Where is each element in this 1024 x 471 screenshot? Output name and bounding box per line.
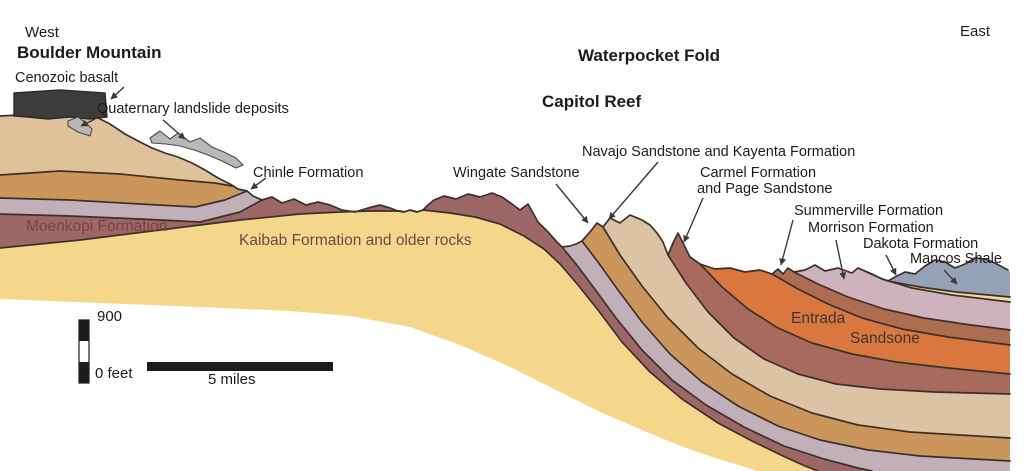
dakota-label: Dakota Formation bbox=[863, 236, 979, 252]
leader-wingate bbox=[555, 183, 589, 224]
layer-wingate bbox=[582, 223, 1010, 461]
wingate-label: Wingate Sandstone bbox=[453, 165, 580, 181]
carmel-label-line1: Carmel Formation bbox=[700, 165, 817, 181]
tan-base-line bbox=[0, 170, 233, 187]
layer-morrison bbox=[794, 265, 1010, 330]
leader-cenozoic-basalt bbox=[110, 86, 125, 100]
leader-dakota bbox=[885, 254, 897, 276]
leader-arrows bbox=[80, 86, 958, 285]
scale-elevation-top-label: 900 bbox=[97, 308, 123, 325]
layer-fills bbox=[0, 113, 1010, 471]
basalt-cap bbox=[13, 89, 108, 120]
quaternary-label: Quaternary landslide deposits bbox=[97, 101, 289, 117]
kaibab-label: Kaibab Formation and older rocks bbox=[239, 232, 472, 249]
landslide-patch-east bbox=[149, 130, 244, 169]
layer-entrada bbox=[700, 264, 1010, 374]
leader-chinle bbox=[250, 177, 267, 190]
cenozoic-basalt-label: Cenozoic basalt bbox=[15, 70, 119, 86]
landslide-deposits bbox=[67, 116, 244, 169]
vertical-scale-top-segment bbox=[79, 320, 89, 341]
layer-chinle-fold bbox=[562, 241, 1010, 471]
leader-morrison bbox=[835, 239, 847, 280]
vertical-scale-bottom-segment bbox=[79, 362, 89, 383]
leader-summerville bbox=[779, 219, 794, 266]
navajo-top-line bbox=[667, 254, 1011, 395]
horizontal-scale-bar bbox=[147, 362, 333, 371]
entrada-top-line bbox=[771, 273, 1011, 346]
summerville-top-line bbox=[793, 271, 1011, 331]
layer-mancos bbox=[888, 258, 1010, 297]
chinle-top-fold-line bbox=[581, 240, 1011, 462]
leader-carmel bbox=[683, 197, 704, 243]
moenkopi-top-fold-line bbox=[561, 246, 873, 471]
dakota-top-line bbox=[887, 280, 1011, 298]
chinle-west-base-line bbox=[0, 199, 263, 223]
surface-profile-line bbox=[0, 112, 1009, 282]
moenkopi-label: Moenkopi Formation bbox=[26, 218, 168, 235]
scale-distance-label: 5 miles bbox=[208, 371, 256, 388]
scale-elevation-bottom-label: 0 feet bbox=[95, 365, 133, 382]
mancos-label: Mancos Shale bbox=[910, 251, 1002, 267]
layer-moenkopi bbox=[0, 193, 872, 471]
carmel-top-line bbox=[699, 263, 1011, 375]
kayenta-base-line bbox=[0, 190, 248, 208]
summerville-label: Summerville Formation bbox=[794, 203, 944, 219]
morrison-label: Morrison Formation bbox=[808, 220, 934, 236]
boulder-mountain-label: Boulder Mountain bbox=[17, 43, 162, 62]
chinle-label: Chinle Formation bbox=[253, 165, 364, 181]
entrada-label-line2: Sandsone bbox=[850, 330, 920, 347]
direction-west-label: West bbox=[25, 24, 59, 41]
moenkopi-base-line bbox=[0, 209, 819, 471]
leader-mancos bbox=[943, 269, 958, 285]
morrison-top-line bbox=[857, 267, 1011, 303]
layer-kaibab bbox=[0, 210, 818, 471]
layer-summerville bbox=[772, 268, 1010, 345]
leader-navajo bbox=[608, 161, 659, 220]
layer-navajo-kayenta bbox=[603, 215, 1010, 438]
waterpocket-fold-label: Waterpocket Fold bbox=[578, 46, 720, 65]
leader-quaternary-west bbox=[80, 118, 96, 127]
layer-boundaries bbox=[0, 112, 1011, 471]
wingate-top-line bbox=[602, 226, 1011, 439]
carmel-label-line2: and Page Sandstone bbox=[697, 181, 833, 197]
layer-chinle-west bbox=[0, 191, 262, 222]
layer-kayenta-west bbox=[0, 171, 247, 207]
layer-tan-west bbox=[0, 113, 232, 186]
capitol-reef-label: Capitol Reef bbox=[542, 92, 642, 111]
leader-quaternary-east bbox=[162, 119, 186, 140]
scale-bars bbox=[78, 319, 333, 384]
landslide-patch-west bbox=[67, 116, 93, 137]
layer-carmel bbox=[668, 233, 1010, 394]
direction-east-label: East bbox=[960, 23, 991, 40]
entrada-label-line1: Entrada bbox=[791, 310, 846, 327]
navajo-kayenta-label: Navajo Sandstone and Kayenta Formation bbox=[582, 144, 856, 160]
